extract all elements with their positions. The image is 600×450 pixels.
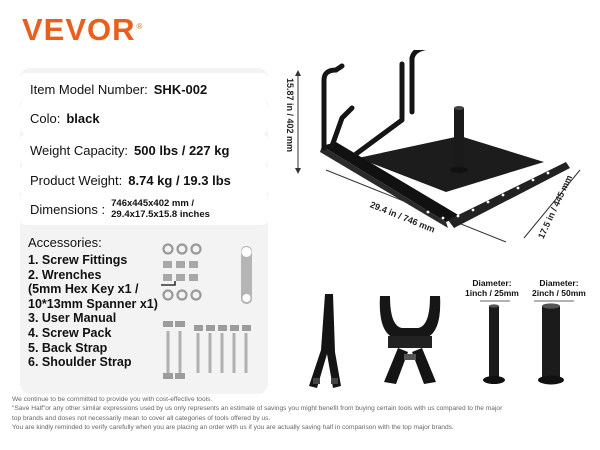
registered-mark: ®	[136, 21, 144, 31]
disclaimer-line: "Save Half"or any other similar expressi…	[12, 405, 503, 413]
spec-row-weight-capacity: Weight Capacity: 500 lbs / 227 kg	[20, 134, 268, 166]
spec-value: SHK-002	[153, 81, 208, 97]
list-item: 2. Wrenches	[28, 267, 102, 282]
shoulder-strap-image	[379, 296, 441, 384]
list-item: 1. Screw Fittings	[28, 253, 128, 267]
post-diameter-label-large: Diameter: 2inch / 50mm	[532, 278, 586, 298]
screw-fittings-image	[161, 243, 252, 379]
post-diameter-label-small: Diameter: 1inch / 25mm	[465, 278, 519, 298]
sled-image	[295, 50, 581, 243]
spec-row-dimensions: Dimensions : 746x445x402 mm / 29.4x17.5x…	[20, 193, 268, 225]
list-item: 5. Back Strap	[28, 340, 108, 355]
spec-value: 500 lbs / 227 kg	[134, 142, 230, 158]
post-label-line: Diameter:	[472, 278, 512, 288]
spec-label: Colo:	[30, 110, 61, 126]
list-item: 10*13mm Spanner x1)	[28, 296, 158, 311]
spec-row-color: Colo: black	[20, 102, 268, 134]
list-item: (5mm Hex Key x1 /	[28, 282, 139, 297]
spec-value: 8.74 kg / 19.3 lbs	[128, 172, 231, 188]
posts-image	[480, 300, 574, 385]
list-item: 3. User Manual	[28, 311, 117, 326]
spec-row-product-weight: Product Weight: 8.74 kg / 19.3 lbs	[20, 164, 268, 196]
list-item: 6. Shoulder Strap	[28, 355, 132, 370]
post-label-line: 2inch / 50mm	[532, 288, 586, 298]
disclaimer-line: top brands and doses not necessarily mea…	[12, 414, 271, 422]
post-label-line: Diameter:	[539, 278, 579, 288]
spec-value: black	[66, 110, 100, 126]
disclaimer-line: You are kindly reminded to verify carefu…	[12, 424, 454, 432]
brand-logo: VEVOR®	[22, 14, 143, 45]
accessories-title: Accessories:	[28, 235, 102, 250]
dimensions-inches: 29.4x17.5x15.8 inches	[111, 209, 210, 220]
spec-label: Dimensions :	[30, 201, 106, 217]
dimensions-mm: 746x445x402 mm /	[111, 198, 195, 209]
disclaimer-line: We continue to be committed to provide y…	[12, 396, 213, 403]
spec-label: Weight Capacity:	[30, 142, 129, 158]
spec-label: Item Model Number:	[30, 81, 148, 97]
spec-panel: Item Model Number: SHK-002 Colo: black W…	[20, 68, 268, 394]
post-label-line: 1inch / 25mm	[465, 288, 519, 298]
spec-value: 746x445x402 mm / 29.4x17.5x15.8 inches	[111, 198, 210, 220]
brand-name: VEVOR	[22, 12, 136, 47]
list-item: 4. Screw Pack	[28, 325, 112, 340]
spec-label: Product Weight:	[30, 172, 123, 188]
disclaimer: We continue to be committed to provide y…	[12, 395, 596, 433]
height-dimension-label: 15.87 in / 402 mm	[285, 78, 295, 153]
back-strap-image	[309, 294, 341, 388]
accessories-list: 1. Screw Fittings 2. Wrenches (5mm Hex K…	[28, 253, 158, 370]
spec-row-model: Item Model Number: SHK-002	[20, 73, 268, 105]
